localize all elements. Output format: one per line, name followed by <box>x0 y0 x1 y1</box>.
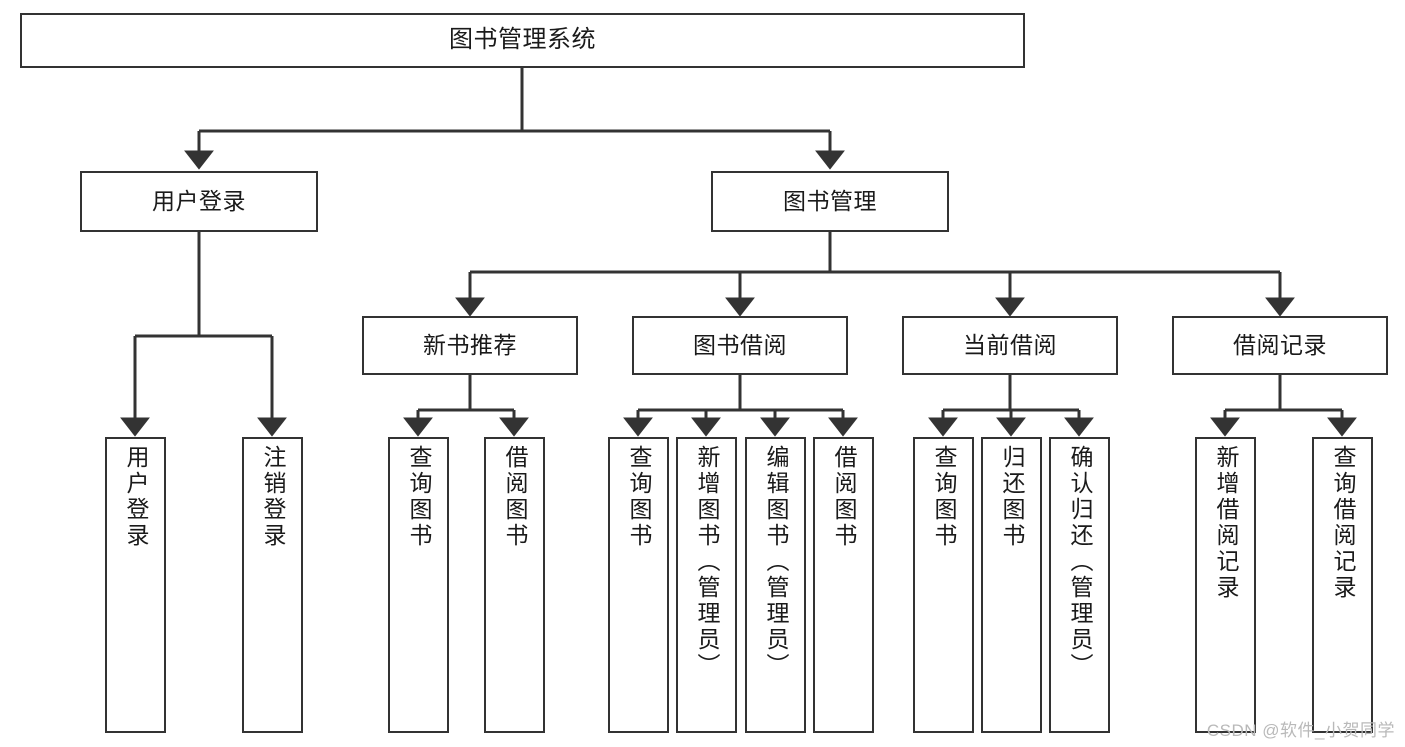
leaf-return-book[interactable]: 归还图书 <box>981 437 1042 733</box>
node-new-book-recommend[interactable]: 新书推荐 <box>362 316 578 375</box>
node-label: 查询图书 <box>931 445 957 549</box>
leaf-borrow-book-recommend[interactable]: 借阅图书 <box>484 437 545 733</box>
node-book-management[interactable]: 图书管理 <box>711 171 949 232</box>
node-current-borrow[interactable]: 当前借阅 <box>902 316 1118 375</box>
leaf-add-borrow-record[interactable]: 新增借阅记录 <box>1195 437 1256 733</box>
node-label: 查询借阅记录 <box>1330 445 1356 601</box>
node-label: 借阅图书 <box>831 445 857 549</box>
node-label: 查询图书 <box>406 445 432 549</box>
node-label: 确认归还（管理员） <box>1067 445 1093 679</box>
node-label: 新增借阅记录 <box>1213 445 1239 601</box>
node-label: 编辑图书（管理员） <box>763 445 789 679</box>
node-label: 图书借阅 <box>693 331 787 358</box>
leaf-query-book-recommend[interactable]: 查询图书 <box>388 437 449 733</box>
node-label: 借阅图书 <box>502 445 528 549</box>
watermark: CSDN @软件_小贺同学 <box>1206 721 1395 740</box>
leaf-user-login[interactable]: 用户登录 <box>105 437 166 733</box>
node-label: 图书管理 <box>783 187 877 214</box>
leaf-borrow-book[interactable]: 借阅图书 <box>813 437 874 733</box>
leaf-confirm-return-admin[interactable]: 确认归还（管理员） <box>1049 437 1110 733</box>
node-label: 查询图书 <box>626 445 652 549</box>
node-label: 新增图书（管理员） <box>694 445 720 679</box>
leaf-query-book-borrow[interactable]: 查询图书 <box>608 437 669 733</box>
node-label: 注销登录 <box>260 445 286 549</box>
leaf-logout[interactable]: 注销登录 <box>242 437 303 733</box>
leaf-query-borrow-record[interactable]: 查询借阅记录 <box>1312 437 1373 733</box>
node-label: 新书推荐 <box>423 331 517 358</box>
node-label: 归还图书 <box>999 445 1025 549</box>
node-label: 用户登录 <box>152 187 246 214</box>
node-book-borrow[interactable]: 图书借阅 <box>632 316 848 375</box>
node-root-system[interactable]: 图书管理系统 <box>20 13 1025 68</box>
leaf-add-book-admin[interactable]: 新增图书（管理员） <box>676 437 737 733</box>
node-user-login[interactable]: 用户登录 <box>80 171 318 232</box>
node-label: 用户登录 <box>123 445 149 549</box>
node-label: 当前借阅 <box>963 331 1057 358</box>
node-label: 借阅记录 <box>1233 331 1327 358</box>
node-label: 图书管理系统 <box>449 26 596 54</box>
node-borrow-record[interactable]: 借阅记录 <box>1172 316 1388 375</box>
leaf-edit-book-admin[interactable]: 编辑图书（管理员） <box>745 437 806 733</box>
leaf-query-book-current[interactable]: 查询图书 <box>913 437 974 733</box>
